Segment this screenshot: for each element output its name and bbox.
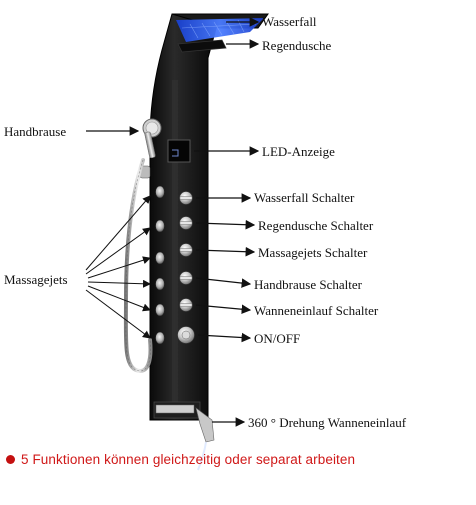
hose-outline <box>125 159 151 372</box>
bullet-dot-icon <box>6 455 15 464</box>
knob-wasserfall <box>179 191 193 205</box>
knob-regendusche <box>179 216 193 230</box>
label-massagejets-schalter: Massagejets Schalter <box>258 245 368 260</box>
label-massagejets: Massagejets <box>4 272 68 287</box>
label-on-off: ON/OFF <box>254 331 301 346</box>
arrows-massagejets <box>85 195 151 339</box>
knob-wanneneinlauf <box>179 298 193 312</box>
massage-jet <box>155 185 165 199</box>
label-drehung-wanneneinlauf: 360 ° Drehung Wanneneinlauf <box>248 415 407 430</box>
label-wasserfall: Wasserfall <box>262 14 317 29</box>
arrow-on-off <box>197 332 252 343</box>
label-regendusche: Regendusche <box>262 38 332 53</box>
arrow-wanneneinlauf-schalter <box>195 304 252 315</box>
led-display-segment <box>172 149 179 157</box>
massage-jets <box>155 185 165 345</box>
led-rain-grid <box>181 19 257 39</box>
label-wasserfall-schalter: Wasserfall Schalter <box>254 190 355 205</box>
hose <box>123 158 153 373</box>
massage-jet <box>155 251 165 265</box>
arrow-massagejets-schalter <box>195 246 256 257</box>
massage-jet <box>155 303 165 317</box>
knob-handbrause <box>179 271 193 285</box>
led-rain-head <box>176 18 264 42</box>
arrow-handbrause-schalter <box>195 277 252 288</box>
label-handbrause: Handbrause <box>4 124 67 139</box>
knob-on-off <box>177 326 195 344</box>
panel-highlight <box>172 80 178 410</box>
massage-jet <box>155 331 165 345</box>
massage-jet <box>155 219 165 233</box>
arrow-regendusche-schalter <box>195 219 256 230</box>
knob-massagejets <box>179 243 193 257</box>
waterfall-outlet <box>177 39 227 53</box>
led-display <box>167 139 191 163</box>
label-led-anzeige: LED-Anzeige <box>262 144 335 159</box>
footer-text: 5 Funktionen können gleichzeitig oder se… <box>21 452 356 467</box>
tub-spout <box>153 401 215 471</box>
label-regendusche-schalter: Regendusche Schalter <box>258 218 374 233</box>
label-wanneneinlauf-schalter: Wanneneinlauf Schalter <box>254 303 379 318</box>
massage-jet <box>155 277 165 291</box>
label-handbrause-schalter: Handbrause Schalter <box>254 277 362 292</box>
footer-note: 5 Funktionen können gleichzeitig oder se… <box>6 452 476 467</box>
